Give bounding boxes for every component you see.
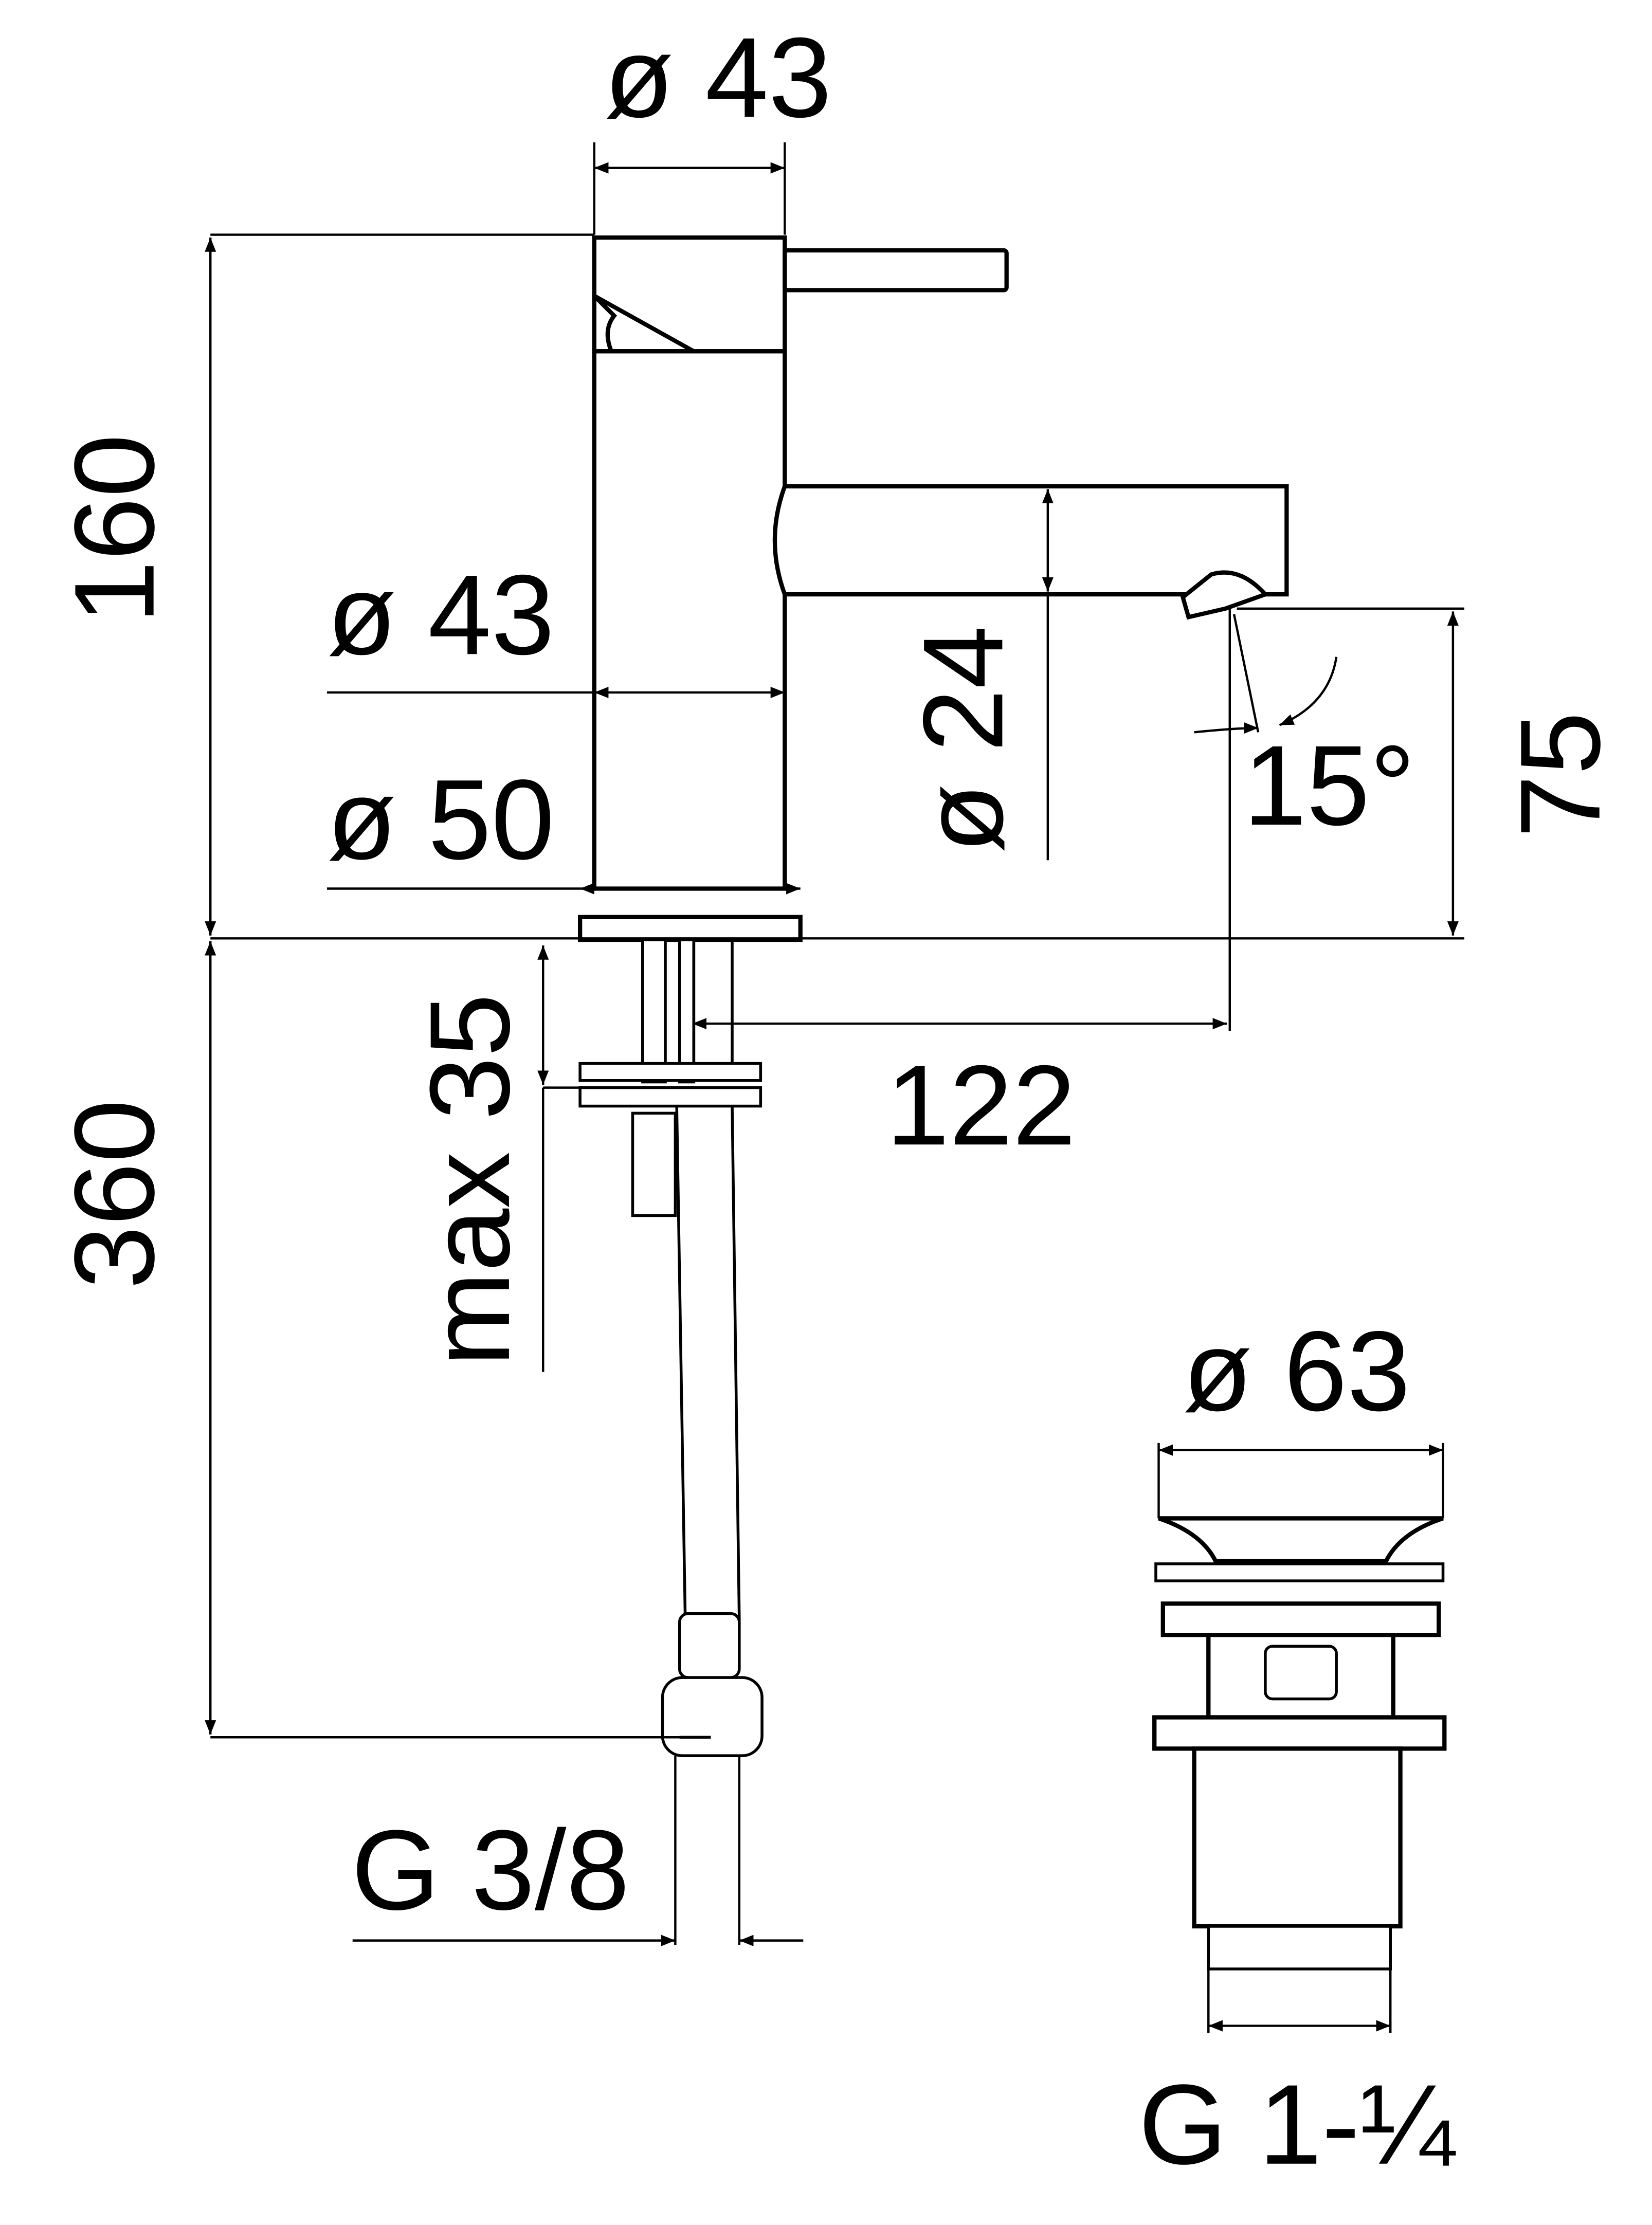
height-160-label: 160 [51, 434, 178, 624]
threaded-rod [678, 938, 696, 1084]
waste-slot [1264, 1645, 1338, 1701]
dimension-lines [205, 142, 1465, 2033]
max-deck-label: max 35 [406, 994, 533, 1366]
hose-thread-label: G 3/8 [351, 1807, 629, 1934]
threaded-rod [641, 938, 667, 1084]
mounting-kit [578, 938, 764, 1757]
aerator [1180, 570, 1269, 620]
hose-ferrule [678, 1612, 741, 1679]
hose-connector [661, 1676, 764, 1757]
waste-tail [1192, 1746, 1403, 1929]
body-diameter-label: ø 43 [327, 551, 555, 678]
waste-diameter-label: ø 63 [1183, 1307, 1410, 1434]
spout-height-label: 75 [1497, 712, 1624, 838]
top-diameter-label: ø 43 [604, 14, 832, 141]
waste-flange [1160, 1601, 1441, 1637]
lever-handle [783, 248, 1009, 293]
spout [772, 484, 1289, 597]
waste-cap [1158, 1516, 1444, 1563]
faucet-body [592, 349, 787, 891]
angle-label: 15° [1243, 722, 1415, 849]
reach-label: 122 [886, 1042, 1076, 1169]
spout-diameter-label: ø 24 [899, 626, 1026, 853]
waste-ring [1154, 1562, 1445, 1582]
waste-nut [1152, 1715, 1447, 1751]
fixing-nut [631, 1111, 677, 1217]
flexible-hose [675, 940, 741, 1621]
waste-thread [1207, 1925, 1392, 1971]
fixing-washer [578, 1062, 763, 1082]
hose-length-label: 360 [51, 1099, 178, 1289]
base-diameter-label: ø 50 [327, 756, 555, 883]
waste-thread-label: G 1-¼ [1138, 2061, 1456, 2188]
pop-up-waste [1152, 1516, 1447, 1971]
base-plate [577, 915, 803, 942]
fixing-plate [578, 1086, 763, 1108]
